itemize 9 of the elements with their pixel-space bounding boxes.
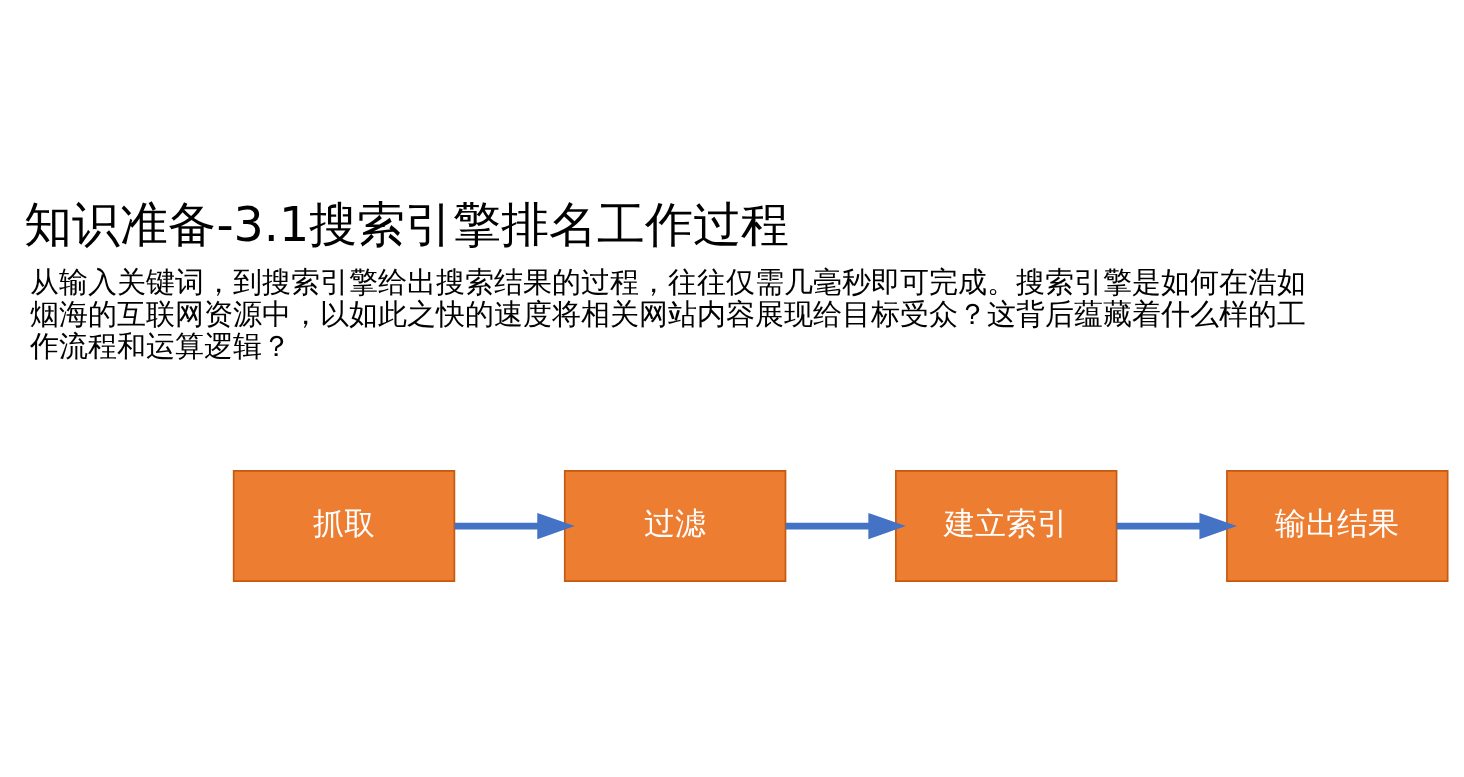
arrow (454, 512, 575, 540)
arrow (1116, 512, 1237, 540)
node-box: 过滤 (563, 470, 787, 583)
node-box: 抓取 (232, 470, 456, 583)
node-box: 建立索引 (895, 470, 1118, 583)
arrow (785, 512, 906, 540)
node-box: 输出结果 (1226, 470, 1449, 583)
diagram-title: 知识准备-3.1搜索引擎排名工作过程 (24, 196, 790, 252)
label: 从输入关键词，到搜索引擎给出搜索结果的过程，往往仅需几毫秒即可完成。搜索引擎是如何在浩如烟海的互联网资源中，以如此之快的速度将相关网站内容展现给目标受众？这背后蕴藏着什么样的工作流程和运算逻辑？ (29, 264, 1306, 364)
